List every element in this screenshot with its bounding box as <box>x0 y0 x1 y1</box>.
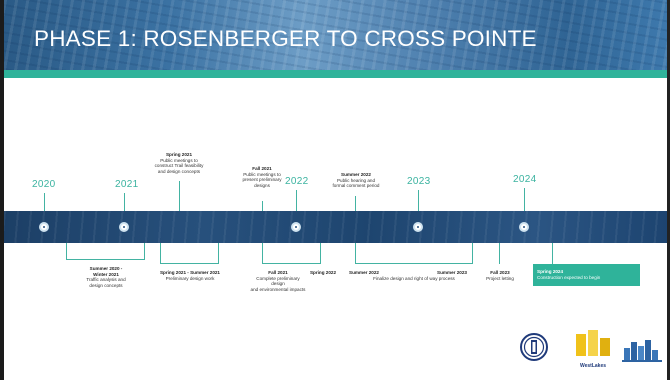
range-bracket <box>160 243 161 263</box>
range-bracket <box>355 243 356 263</box>
range-bracket <box>218 243 219 263</box>
milestone-note-below: Finalize design and right of way process <box>373 276 455 281</box>
westlaker-caption: WestLakes <box>579 363 607 369</box>
year-label-2022: 2022 <box>285 176 309 187</box>
westlaker-logo: WestLakes <box>570 328 616 369</box>
window-left-edge <box>0 0 4 380</box>
year-label-2020: 2020 <box>32 179 56 190</box>
header-accent-strip <box>4 70 667 78</box>
range-bracket <box>472 243 473 263</box>
year-label-2023: 2023 <box>407 176 431 187</box>
slide-title: PHASE 1: ROSENBERGER TO CROSS POINTE <box>34 26 537 51</box>
connector-line <box>552 243 553 264</box>
connector-line <box>355 196 356 211</box>
range-bracket <box>66 243 67 259</box>
city-skyline-logo <box>622 338 662 362</box>
range-bracket <box>355 263 473 264</box>
year-label-2024: 2024 <box>513 174 537 185</box>
range-bracket <box>66 259 145 260</box>
connector-line <box>524 188 525 211</box>
timeline-marker-2022 <box>291 222 301 232</box>
connector-line <box>44 193 45 211</box>
indot-logo <box>520 333 548 361</box>
connector-line <box>179 181 180 211</box>
connector-line <box>296 190 297 211</box>
timeline-marker-2023 <box>413 222 423 232</box>
slide-header: PHASE 1: ROSENBERGER TO CROSS POINTE <box>4 0 667 70</box>
range-bracket <box>262 263 321 264</box>
connector-line <box>124 193 125 211</box>
connector-line <box>262 201 263 211</box>
year-label-2021: 2021 <box>115 179 139 190</box>
window-right-edge <box>667 0 670 380</box>
milestone-note-below: Spring 2022 <box>309 270 337 275</box>
timeline-marker-2024 <box>519 222 529 232</box>
timeline-band <box>4 211 667 243</box>
range-bracket <box>320 243 321 263</box>
range-bracket <box>160 263 219 264</box>
timeline-marker-2021 <box>119 222 129 232</box>
milestone-note-below: Summer 2022 <box>349 270 379 275</box>
timeline-marker-2020 <box>39 222 49 232</box>
connector-line <box>418 190 419 211</box>
range-bracket <box>144 243 145 259</box>
milestone-note-below: Summer 2023 <box>437 270 467 275</box>
range-bracket <box>262 243 263 263</box>
connector-line <box>499 243 500 264</box>
